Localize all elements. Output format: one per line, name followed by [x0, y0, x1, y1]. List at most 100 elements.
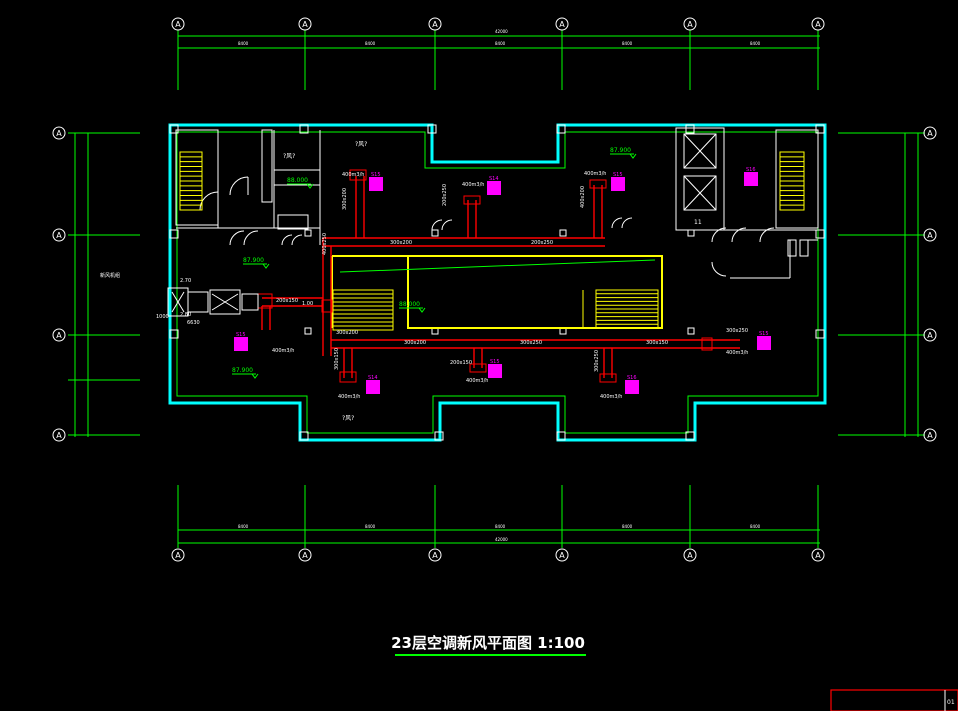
equipment-tag[interactable]: S14	[366, 375, 380, 394]
grid-bubble-label: A	[56, 231, 62, 240]
svg-text:42000: 42000	[495, 29, 508, 34]
duct-size-label: 200x150	[276, 298, 298, 304]
level-mark: 88.000	[287, 177, 314, 189]
duct-network	[261, 176, 740, 378]
grid-bubble-label: A	[302, 551, 308, 560]
ahu-label: 6630	[187, 320, 200, 326]
grid-bubble-label: A	[302, 20, 308, 29]
duct-size-label: 400x200	[580, 186, 586, 208]
equipment-tag-label: S16	[627, 375, 637, 381]
level-mark: 87.900	[610, 147, 637, 159]
equipment-tag[interactable]: S14	[487, 176, 501, 195]
grid-bubble: A	[171, 548, 185, 562]
level-mark-label: 87.900	[243, 257, 264, 264]
grid-bubble: A	[923, 328, 937, 342]
right-core	[431, 127, 819, 279]
svg-text:8400: 8400	[622, 524, 633, 529]
grid-bubble: A	[811, 17, 825, 31]
grid-bubble: A	[52, 328, 66, 342]
svg-text:8400: 8400	[365, 41, 376, 46]
grid-bubble-label: A	[927, 331, 933, 340]
grid-bubble-label: A	[175, 20, 181, 29]
level-mark-label: 88.000	[399, 301, 420, 308]
equipment-tag[interactable]: S15	[757, 331, 771, 350]
svg-text:8400: 8400	[365, 524, 376, 529]
equipment-tag-label: S15	[371, 172, 381, 178]
grid-bubble: A	[811, 548, 825, 562]
equipment-tag[interactable]: S15	[488, 359, 502, 378]
airflow-label: 400m3/h	[726, 350, 748, 356]
sheet-tag: 01	[947, 699, 955, 706]
duct-size-label: 300x200	[404, 340, 426, 346]
grid-bubble: A	[52, 228, 66, 242]
grid-bubble: A	[428, 17, 442, 31]
equipment-tag-label: S16	[746, 167, 756, 173]
building-walls	[168, 123, 827, 442]
left-core	[175, 129, 321, 246]
grid-bubble-label: A	[927, 231, 933, 240]
ahu-label: 2.70	[180, 278, 191, 284]
svg-text:8400: 8400	[750, 41, 761, 46]
grid-bubble: A	[683, 17, 697, 31]
equipment-tag[interactable]: S16	[744, 167, 758, 186]
grid-bubble-label: A	[559, 20, 565, 29]
equipment-tag[interactable]: S15	[611, 172, 625, 191]
stairs	[179, 151, 805, 331]
level-mark-label: 87.900	[610, 147, 631, 154]
ahu-label: 2.80	[180, 312, 191, 318]
grid-bubble: A	[52, 126, 66, 140]
grid-bubble-label: A	[56, 431, 62, 440]
drawing-title: 23层空调新风平面图 1:100	[391, 634, 585, 652]
level-mark: 88.000	[399, 301, 426, 313]
svg-text:8400: 8400	[238, 524, 249, 529]
grid-bubble: A	[298, 548, 312, 562]
grid-bubble-label: A	[56, 129, 62, 138]
airflow-label: 400m3/h	[584, 171, 606, 177]
equipment-tag-label: S14	[368, 375, 378, 381]
grid-bubble-label: A	[687, 551, 693, 560]
level-mark: 87.900	[232, 367, 259, 379]
atrium-outline	[331, 255, 663, 329]
duct-size-label: 300x200	[390, 240, 412, 246]
room-marks: ?风??风??风?11	[283, 141, 702, 422]
svg-text:8400: 8400	[750, 524, 761, 529]
duct-size-label: 200x250	[531, 240, 553, 246]
duct-size-label: 300x150	[334, 348, 340, 370]
equipment-tag[interactable]: S15	[234, 332, 248, 351]
duct-size-label: 200x250	[442, 184, 448, 206]
svg-text:8400: 8400	[622, 41, 633, 46]
duct-size-label: 300x150	[646, 340, 668, 346]
airflow-label: 400m3/h	[338, 394, 360, 400]
airflow-label: 400m3/h	[466, 378, 488, 384]
title-block: 01	[830, 689, 958, 711]
room-mark: 11	[694, 219, 702, 226]
duct-size-label: 300x200	[336, 330, 358, 336]
ahu-label: 1.00	[302, 301, 313, 307]
grid-bubble-label: A	[815, 20, 821, 29]
duct-size-label: 300x200	[342, 188, 348, 210]
grid-bubble-label: A	[175, 551, 181, 560]
grid-bubble: A	[298, 17, 312, 31]
equipment-tag-label: S14	[489, 176, 499, 182]
grid-bubble-label: A	[432, 20, 438, 29]
ahu-label: 新风机组	[100, 272, 120, 279]
equipment-tag[interactable]: S16	[625, 375, 639, 394]
grid-bubble-label: A	[687, 20, 693, 29]
duct-fittings	[257, 169, 713, 383]
equipment-tag[interactable]: S15	[369, 172, 383, 191]
grid-bubble-label: A	[927, 431, 933, 440]
level-mark: 87.900	[243, 257, 270, 269]
grid-bubble: A	[428, 548, 442, 562]
grid-bubble-label: A	[56, 331, 62, 340]
room-mark: ?风?	[342, 415, 354, 422]
svg-text:42000: 42000	[495, 537, 508, 542]
svg-text:8400: 8400	[495, 524, 506, 529]
level-mark-label: 88.000	[287, 177, 308, 184]
level-marks: 87.900 88.000 87.900 88.000 87.900	[232, 147, 637, 379]
grid-bubble: A	[555, 17, 569, 31]
